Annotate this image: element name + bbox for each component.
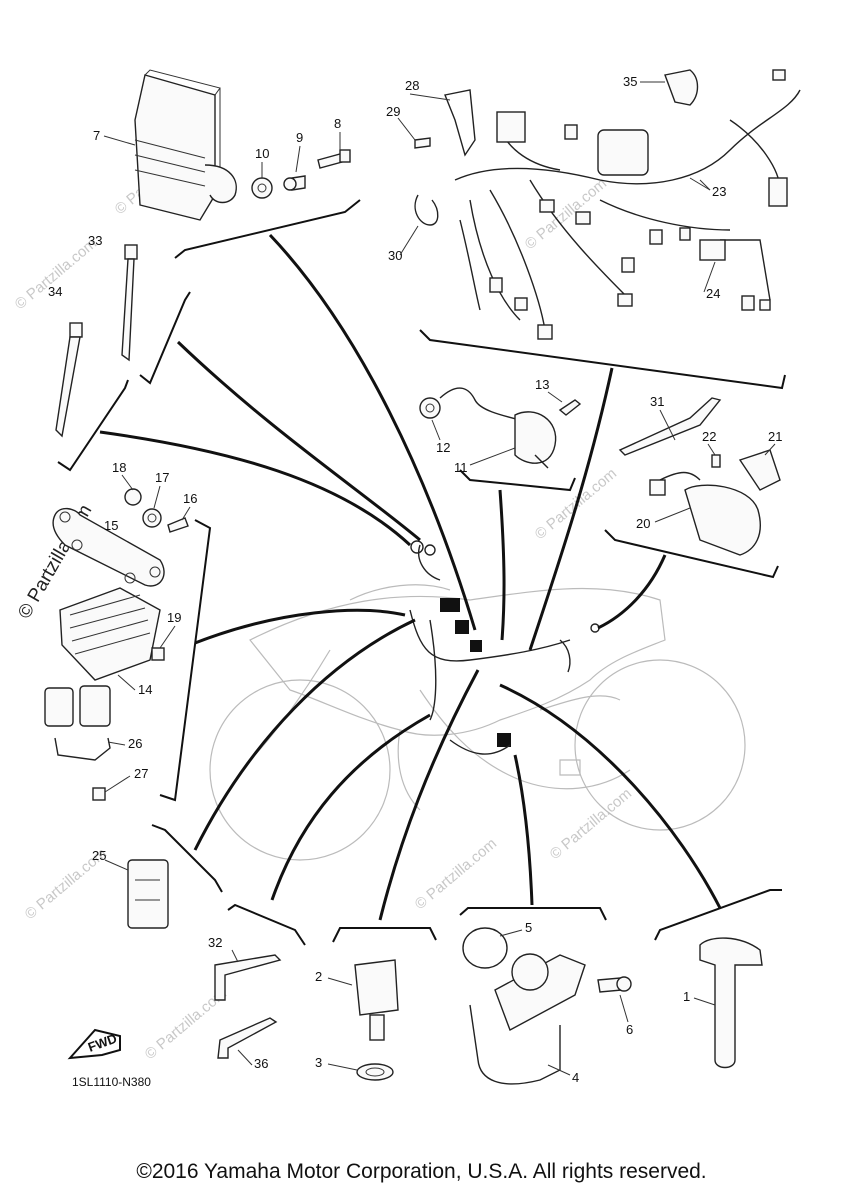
ignition-coil-group [419, 387, 582, 469]
part-label-31: 31 [650, 394, 664, 409]
part-label-7: 7 [93, 128, 100, 143]
part-label-4: 4 [572, 1070, 579, 1085]
fwd-arrow-icon: FWD [67, 1028, 121, 1060]
part-label-3: 3 [315, 1055, 322, 1070]
part-label-10: 10 [255, 146, 269, 161]
speed-sensor-group [462, 927, 632, 1085]
part-label-25: 25 [92, 848, 106, 863]
plug-cap-1 [699, 937, 763, 1069]
watermark-text: © Partzilla.com [412, 835, 500, 913]
cable-ties-33-34 [55, 244, 138, 438]
part-label-15: 15 [104, 518, 118, 533]
copyright-notice: ©2016 Yamaha Motor Corporation, U.S.A. A… [136, 1160, 707, 1183]
part-label-30: 30 [388, 248, 402, 263]
part-label-19: 19 [167, 610, 181, 625]
part-label-12: 12 [436, 440, 450, 455]
part-label-36: 36 [254, 1056, 268, 1071]
part-label-21: 21 [768, 429, 782, 444]
part-label-1: 1 [683, 989, 690, 1004]
part-label-17: 17 [155, 470, 169, 485]
part-label-23: 23 [712, 184, 726, 199]
part-label-6: 6 [626, 1022, 633, 1037]
ecu-group [134, 69, 351, 221]
part-label-35: 35 [623, 74, 637, 89]
part-label-8: 8 [334, 116, 341, 131]
watermark-text: © Partzilla.com [12, 235, 100, 313]
motorcycle-silhouette [209, 584, 746, 861]
connector-25 [127, 859, 169, 929]
wire-harness-group [414, 69, 801, 340]
part-label-29: 29 [386, 104, 400, 119]
part-label-16: 16 [183, 491, 197, 506]
part-label-5: 5 [525, 920, 532, 935]
part-label-32: 32 [208, 935, 222, 950]
bike-wiring [409, 540, 600, 755]
part-labels: 7 10 9 8 33 34 28 29 35 23 30 24 13 12 1… [48, 74, 782, 1085]
part-label-28: 28 [405, 78, 419, 93]
part-label-11: 11 [454, 460, 468, 475]
part-label-33: 33 [88, 233, 102, 248]
part-label-14: 14 [138, 682, 152, 697]
diagram-code: 1SL1110-N380 [72, 1075, 151, 1089]
part-label-27: 27 [134, 766, 148, 781]
regulator-group [44, 488, 189, 801]
part-label-18: 18 [112, 460, 126, 475]
part-label-2: 2 [315, 969, 322, 984]
part-label-9: 9 [296, 130, 303, 145]
part-label-20: 20 [636, 516, 650, 531]
watermark-text: © Partzilla.com [547, 785, 635, 863]
cable-ties-32-36 [214, 954, 282, 1059]
part-label-24: 24 [706, 286, 720, 301]
part-label-34: 34 [48, 284, 62, 299]
relay-group [618, 397, 781, 556]
part-label-13: 13 [535, 377, 549, 392]
part-label-26: 26 [128, 736, 142, 751]
temperature-sensor-group [354, 959, 399, 1081]
label-leaders [103, 81, 776, 1076]
part-label-22: 22 [702, 429, 716, 444]
leader-lines [99, 233, 722, 921]
group-brackets [57, 199, 786, 946]
